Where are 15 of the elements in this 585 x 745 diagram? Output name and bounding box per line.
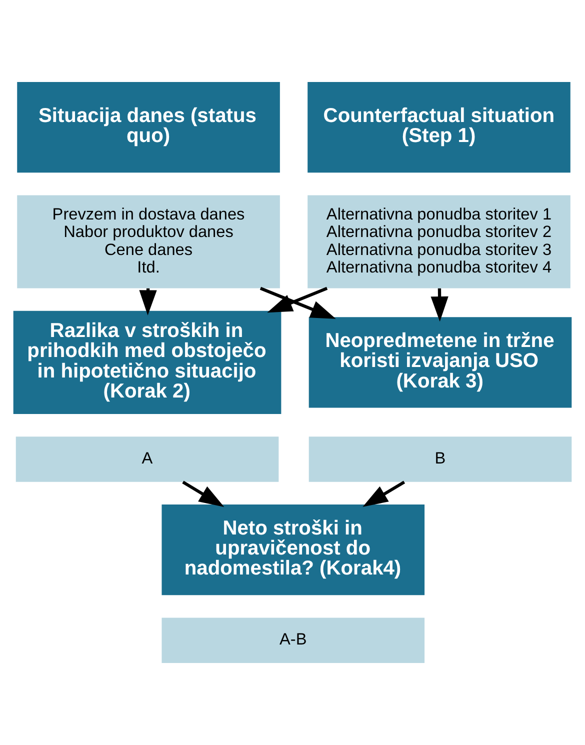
arrow (430, 288, 448, 322)
node-box: Situacija danes (status quo) (17, 82, 280, 173)
node-box: A-B (162, 618, 425, 663)
node-box: Neto stroški in upravičenost do nadomestila? (Korak4) (162, 504, 425, 596)
node-box: B (308, 436, 572, 482)
node-box: Counterfactual situation (Step 1) (308, 82, 570, 173)
arrow (267, 286, 328, 313)
arrow (182, 480, 224, 507)
node-box: A (16, 436, 279, 482)
arrow (260, 286, 336, 319)
node-box: Alternativna ponudba storitev 1 Alternativna ponudba storitev 2 Alternativna ponudba storitev 3 Alternativna ponudba storitev 4 (308, 195, 570, 288)
node-box: Neopredmetene in tržne koristi izvajanja USO (Korak 3) (308, 317, 572, 408)
node-box: Razlika v stroških in prihodkih med obstoječo in hipotetično situacijo (Korak 2) (13, 310, 282, 414)
arrow (362, 480, 406, 507)
node-box: Prevzem in dostava danes Nabor produktov danes Cene danes Itd. (17, 195, 280, 288)
